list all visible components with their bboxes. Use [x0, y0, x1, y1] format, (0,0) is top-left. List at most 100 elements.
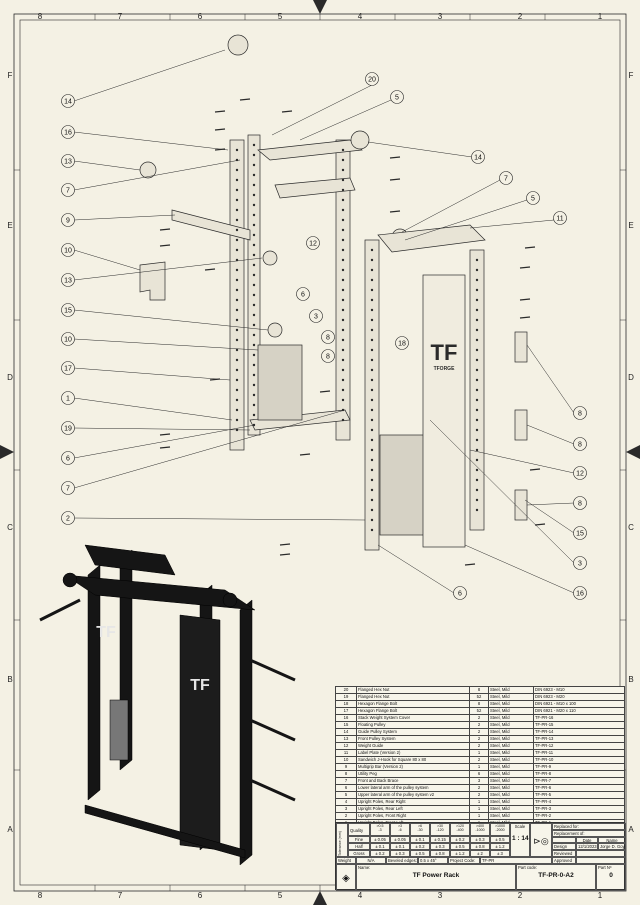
upright-hole: [475, 358, 479, 362]
balloon: 16: [61, 125, 75, 139]
leader-line: [526, 344, 575, 414]
upright-hole: [370, 378, 374, 382]
leader-line: [73, 309, 269, 331]
bom-cell-desc: Upright Poles, Rear Right: [356, 798, 470, 806]
iso-top-brace: [64, 574, 256, 611]
upright-hole: [235, 278, 239, 282]
tolerance-value: ± 0.3: [430, 843, 450, 850]
upright-hole: [252, 193, 256, 197]
upright-hole: [475, 448, 479, 452]
upright-hole: [370, 518, 374, 522]
upright-hole: [341, 348, 345, 352]
svg-text:8: 8: [326, 354, 330, 361]
utility-peg: [514, 331, 528, 363]
bolt: [389, 156, 401, 159]
zone-col-bottom: 3: [438, 891, 443, 900]
tolerance-value: ± 1.2: [490, 843, 510, 850]
bom-cell-material: Steel, Mild: [488, 756, 534, 764]
upright-hole: [252, 343, 256, 347]
upright-hole: [252, 253, 256, 257]
bom-cell-item: 6: [335, 784, 357, 792]
zone-row-right: F: [629, 71, 634, 80]
bom-cell-std: DIN 6921 - M20 x 110: [533, 707, 625, 715]
bom-cell-item: 7: [335, 777, 357, 785]
upright-hole: [475, 378, 479, 382]
iso-pulley: [222, 592, 238, 608]
balloon: 13: [61, 154, 75, 168]
tolerance-value: ± 3: [490, 850, 510, 857]
design-label: Design: [552, 843, 576, 850]
bolt: [319, 390, 331, 393]
upright-hole: [341, 238, 345, 242]
upright-hole: [475, 268, 479, 272]
upright-hole: [252, 203, 256, 207]
svg-text:7: 7: [504, 176, 508, 183]
bom-cell-material: Steel, Mild: [488, 749, 534, 757]
iso-peg: [249, 778, 296, 802]
zone-col-bottom: 4: [358, 891, 363, 900]
replacement-of: Replacement of:: [552, 830, 626, 837]
upright-hole: [370, 258, 374, 262]
bom-cell-std: TF-PR-9: [533, 763, 625, 771]
upright-hole: [370, 328, 374, 332]
tolerance-value: ± 0.2: [450, 836, 470, 843]
leader-line: [469, 449, 575, 474]
iso-pulley: [62, 572, 78, 588]
design-name: Jorge D. Goyte Valdés: [598, 843, 626, 850]
project-code-label: Project Code:: [448, 857, 480, 864]
bom-cell-material: Steel, Mild: [488, 735, 534, 743]
leader-line: [73, 49, 226, 102]
bom-cell-qty: 2: [469, 784, 489, 792]
bolt: [529, 468, 541, 471]
upright-hole: [370, 348, 374, 352]
zone-col-top: 7: [118, 12, 123, 21]
iso-upright: [87, 564, 101, 801]
bom-cell-desc: Stack Weight System Cover: [356, 714, 470, 722]
iso-peg: [39, 598, 81, 622]
svg-text:11: 11: [556, 216, 563, 223]
upright-hole: [370, 528, 374, 532]
bolt: [159, 446, 171, 449]
upright-hole: [475, 508, 479, 512]
bom-cell-item: 17: [335, 707, 357, 715]
leader-line: [73, 427, 251, 431]
svg-text:15: 15: [64, 308, 72, 315]
upright-hole: [341, 218, 345, 222]
multigrip-bar: [171, 209, 251, 241]
upright-hole: [341, 338, 345, 342]
tolerance-range: >1000 -2000: [490, 823, 510, 836]
tolerance-value: ± 0.3: [390, 850, 410, 857]
tolerance-class: Gross: [348, 850, 370, 857]
upright-hole: [341, 268, 345, 272]
upright-hole: [252, 263, 256, 267]
zone-row-left: F: [8, 71, 13, 80]
leader-line: [73, 131, 229, 151]
svg-text:12: 12: [576, 471, 584, 478]
upright-hole: [252, 183, 256, 187]
bolt: [519, 298, 531, 301]
bolt: [204, 268, 216, 271]
zone-labels: 8 7 6 5 4 3 2 1 8 7 6 5 4 3 2 1 F E D C …: [7, 12, 634, 900]
floating-pulley-mid: [267, 322, 283, 338]
upright-hole: [252, 353, 256, 357]
svg-text:9: 9: [66, 218, 70, 225]
balloon: 9: [61, 213, 75, 227]
tolerance-value: ± 0.05: [370, 836, 390, 843]
balloon: 2: [61, 511, 75, 525]
zone-row-right: A: [628, 825, 634, 834]
upright-hole: [235, 398, 239, 402]
upright-hole: [475, 278, 479, 282]
bom-cell-desc: Utility Peg: [356, 770, 470, 778]
balloon: 16: [573, 586, 587, 600]
bom-cell-item: 19: [335, 693, 357, 701]
iso-logo: TF: [96, 624, 116, 641]
svg-text:8: 8: [326, 335, 330, 342]
upright-hole: [341, 168, 345, 172]
name-label: Name: [598, 837, 626, 843]
tolerance-value: ± 0.1: [370, 843, 390, 850]
cover-logo-mark: TF: [431, 340, 458, 365]
bom-cell-desc: Upright Poles, Rear Left: [356, 805, 470, 813]
